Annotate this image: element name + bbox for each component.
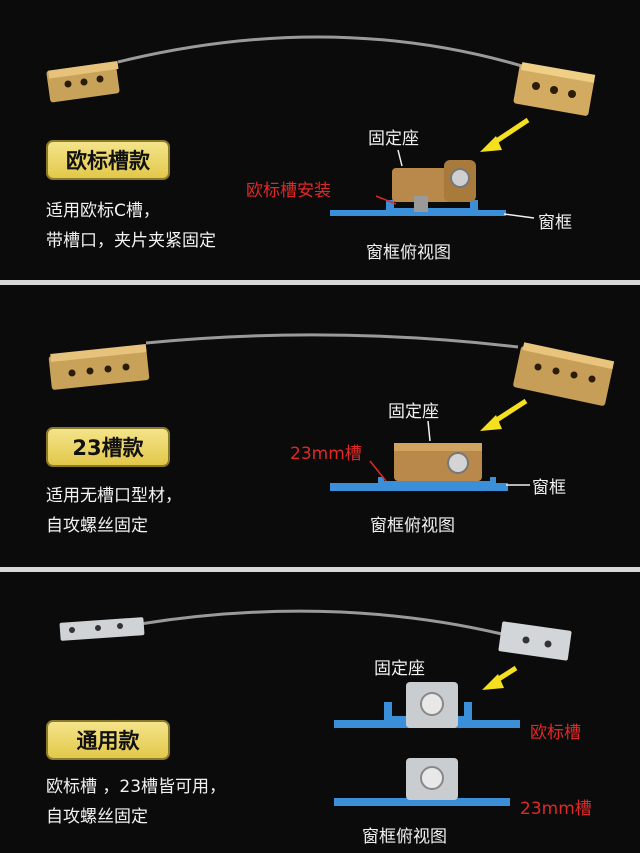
- arrow-icon: [480, 117, 530, 152]
- universal-23-profile: [334, 758, 510, 806]
- description-line: 自攻螺丝固定: [46, 516, 148, 536]
- frame-view-label: 窗框俯视图: [366, 243, 451, 263]
- euro-install-label: 欧标槽安装: [246, 181, 331, 201]
- frame-view-label: 窗框俯视图: [370, 516, 455, 536]
- section-description: 适用欧标C槽， 带槽口，夹片夹紧固定: [46, 196, 216, 256]
- euro-fixing-seat: [392, 149, 476, 212]
- euro-slot-label: 欧标槽: [530, 723, 581, 743]
- description-line: 自攻螺丝固定: [46, 807, 148, 827]
- description-line: 适用无槽口型材，: [46, 486, 182, 506]
- section-description: 适用无槽口型材， 自攻螺丝固定: [46, 481, 182, 541]
- 23mm-slot-label: 23mm槽: [520, 799, 592, 819]
- section-badge: 通用款: [46, 720, 170, 760]
- section-divider: [0, 280, 640, 285]
- arrow-icon: [482, 665, 518, 690]
- fixing-seat-label: 固定座: [388, 402, 439, 422]
- 23-frame-profile: [330, 477, 508, 491]
- section-description: 欧标槽 ，23槽皆可用， 自攻螺丝固定: [46, 772, 226, 832]
- 23-fixing-seat: [394, 420, 482, 481]
- description-line: 欧标槽 ，23槽皆可用，: [46, 777, 227, 797]
- 23mm-slot-label: 23mm槽: [290, 444, 362, 464]
- right-steel-plate: [498, 621, 572, 661]
- frame-label: 窗框: [532, 478, 566, 498]
- description-line: 带槽口，夹片夹紧固定: [46, 231, 216, 251]
- universal-euro-profile: [334, 682, 520, 728]
- section-badge: 欧标槽款: [46, 140, 170, 180]
- frame-label: 窗框: [538, 213, 572, 233]
- description-line: 适用欧标C槽，: [46, 201, 160, 221]
- right-brass-block: [513, 342, 615, 406]
- euro-limiter-illustration: [46, 35, 596, 219]
- frame-view-label: 窗框俯视图: [362, 827, 447, 847]
- section-23-slot: 23槽款 适用无槽口型材， 自攻螺丝固定 固定座 23mm槽 窗框 窗框俯视图: [0, 285, 640, 567]
- section-divider: [0, 567, 640, 572]
- arrow-icon: [480, 398, 528, 431]
- 23-limiter-illustration: [48, 333, 615, 491]
- left-brass-block: [48, 343, 150, 390]
- universal-limiter-illustration: [59, 609, 572, 806]
- fixing-seat-label: 固定座: [374, 659, 425, 679]
- fixing-seat-label: 固定座: [368, 129, 419, 149]
- left-steel-plate: [59, 617, 145, 641]
- left-brass-block: [46, 61, 120, 103]
- section-universal: 通用款 欧标槽 ，23槽皆可用， 自攻螺丝固定 固定座 欧标槽 23mm槽 窗框…: [0, 572, 640, 853]
- section-euro-slot: 欧标槽款 适用欧标C槽， 带槽口，夹片夹紧固定 固定座 欧标槽安装 窗框 窗框俯…: [0, 0, 640, 280]
- section-badge: 23槽款: [46, 427, 170, 467]
- right-brass-block: [513, 62, 596, 116]
